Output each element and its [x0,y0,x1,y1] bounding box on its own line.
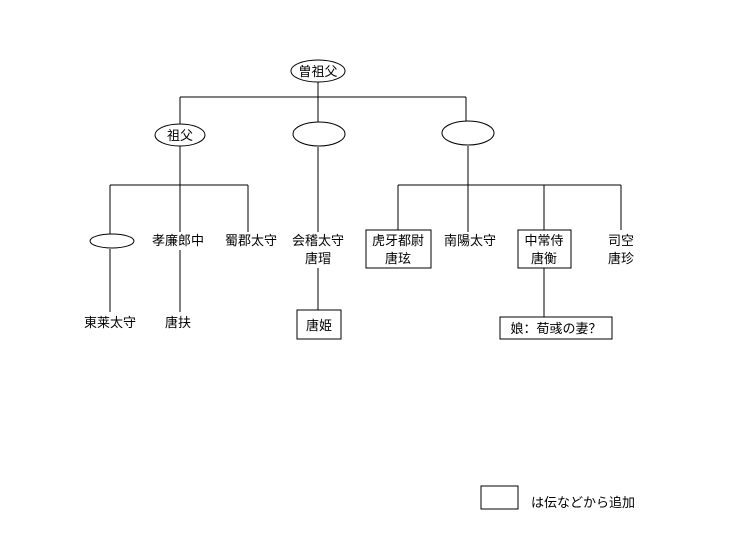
great-grandfather-label: 曽祖父 [298,65,337,80]
grandfather-node [154,123,206,147]
gs4-title: 会稽太守 [292,234,344,249]
ggs2-name: 唐扶 [165,315,191,331]
gs8-name: 唐珍 [608,251,634,267]
unnamed-son-node-2 [292,121,346,147]
legend-label: は伝などから追加 [531,495,635,511]
unnamed-son-node-3 [441,120,495,146]
gs7-title: 中常侍 [524,234,563,249]
unnamed-grandson-node [89,233,135,249]
ggs3-added-box [296,309,342,340]
gs8-title: 司空 [608,234,634,249]
ggs3-name: 唐姫 [306,318,332,334]
gs7-added-box [517,229,572,269]
great-grandfather-node [290,59,346,83]
gs7-name: 唐衡 [531,251,557,267]
grandfather-label: 祖父 [167,129,193,144]
ggs1-title: 東莱太守 [84,315,136,331]
connector-lines [109,82,622,317]
ggs4-label: 娘：荀彧の妻？ [510,322,601,337]
gs4-name: 唐瑁 [305,251,331,267]
gs6-title: 南陽太守 [444,233,496,249]
gs3-title: 蜀郡太守 [225,234,277,249]
ggs4-added-box [499,316,613,340]
gs2-title: 孝廉郎中 [152,233,204,249]
gs5-added-box [365,229,432,269]
gs5-name: 唐玹 [385,251,411,267]
legend-box [480,485,519,510]
gs5-title: 虎牙都尉 [372,234,424,249]
